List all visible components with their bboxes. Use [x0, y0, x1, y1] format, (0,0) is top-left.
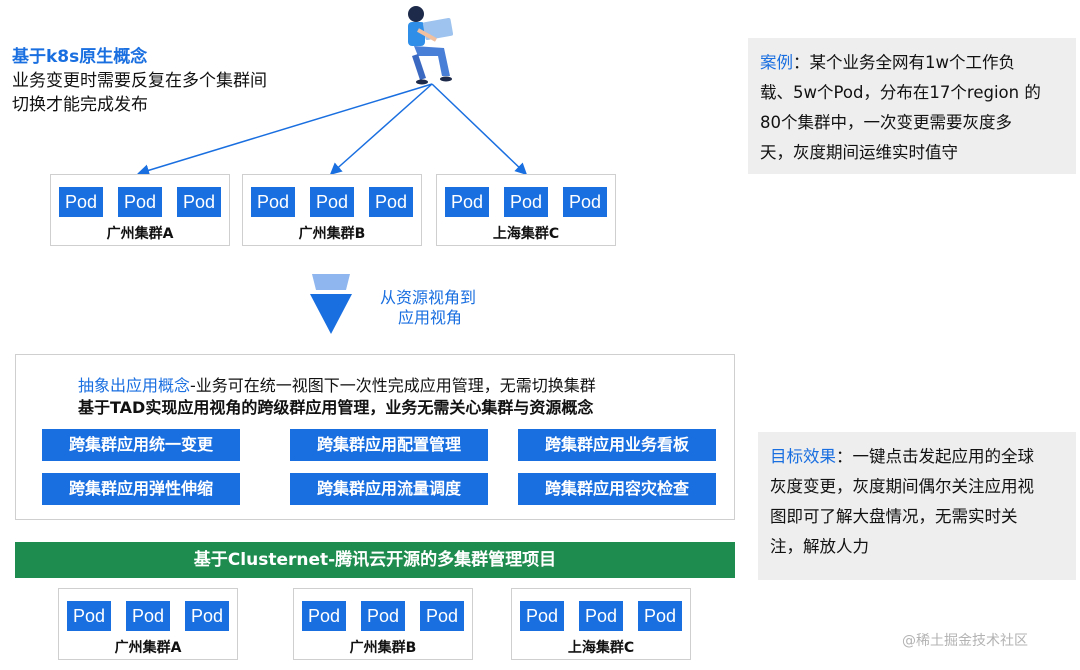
case-label: 案例: [760, 53, 793, 72]
connector-to-cluster-a: [137, 83, 433, 177]
concept-description-line1: 业务变更时需要反复在多个集群间: [12, 71, 267, 91]
feature-unified-change: 跨集群应用统一变更: [42, 429, 240, 461]
pod: Pod: [445, 187, 489, 217]
top-cluster-c: Pod Pod Pod 上海集群C: [436, 174, 616, 246]
connector-to-cluster-b: [329, 83, 433, 175]
watermark: @稀土掘金技术社区: [902, 633, 1028, 649]
down-arrow-icon: [310, 274, 352, 334]
pod: Pod: [126, 601, 170, 631]
goal-line3: 图即可了解大盘情况，无需实时关: [770, 507, 1018, 526]
connector-lines: [137, 83, 528, 177]
cluster-label: 广州集群B: [349, 640, 417, 656]
goal-panel: 目标效果：一键点击发起应用的全球 灰度变更，灰度期间偶尔关注应用视 图即可了解大…: [758, 432, 1076, 580]
connector-to-cluster-c: [431, 83, 528, 176]
goal-line1: 目标效果：一键点击发起应用的全球: [770, 447, 1034, 466]
goal-line4: 注，解放人力: [770, 537, 869, 556]
pod: Pod: [520, 601, 564, 631]
feature-elastic-scaling: 跨集群应用弹性伸缩: [42, 473, 240, 505]
clusternet-base-bar: 基于Clusternet-腾讯云开源的多集群管理项目: [15, 542, 735, 578]
pod: Pod: [251, 187, 295, 217]
cluster-label: 上海集群C: [492, 226, 560, 242]
cluster-label: 上海集群C: [567, 640, 635, 656]
pod: Pod: [310, 187, 354, 217]
pod: Pod: [185, 601, 229, 631]
application-concept-highlight: 抽象出应用概念: [78, 376, 191, 395]
pod: Pod: [302, 601, 346, 631]
bottom-cluster-c: Pod Pod Pod 上海集群C: [511, 588, 691, 660]
pod: Pod: [59, 187, 103, 217]
goal-line2: 灰度变更，灰度期间偶尔关注应用视: [770, 477, 1034, 496]
pod: Pod: [118, 187, 162, 217]
pod: Pod: [369, 187, 413, 217]
feature-traffic-scheduling: 跨集群应用流量调度: [290, 473, 488, 505]
person-with-laptop-icon: [408, 6, 454, 85]
pod: Pod: [638, 601, 682, 631]
pod: Pod: [361, 601, 405, 631]
bottom-cluster-b: Pod Pod Pod 广州集群B: [293, 588, 473, 660]
concept-description-line2: 切换才能完成发布: [12, 95, 148, 115]
cluster-label: 广州集群B: [298, 226, 366, 242]
case-line2: 载、5w个Pod，分布在17个region 的: [760, 83, 1041, 102]
transition-label-line1: 从资源视角到: [380, 288, 477, 307]
feature-config-management: 跨集群应用配置管理: [290, 429, 488, 461]
pod: Pod: [504, 187, 548, 217]
case-line1: 案例：某个业务全网有1w个工作负: [760, 53, 1015, 72]
case-line3: 80个集群中，一次变更需要灰度多: [760, 113, 1012, 132]
concept-title: 基于k8s原生概念: [12, 47, 148, 67]
pod: Pod: [420, 601, 464, 631]
feature-disaster-recovery-check: 跨集群应用容灾检查: [518, 473, 716, 505]
pod: Pod: [177, 187, 221, 217]
cluster-label: 广州集群A: [114, 640, 182, 656]
pod: Pod: [579, 601, 623, 631]
case-line4: 天，灰度期间运维实时值守: [760, 143, 958, 162]
application-panel-title: 抽象出应用概念-业务可在统一视图下一次性完成应用管理，无需切换集群: [78, 372, 596, 396]
pod: Pod: [67, 601, 111, 631]
top-cluster-b: Pod Pod Pod 广州集群B: [242, 174, 422, 246]
goal-label: 目标效果: [770, 447, 836, 466]
application-panel-subtitle: 基于TAD实现应用视角的跨级群应用管理，业务无需关心集群与资源概念: [78, 398, 594, 417]
top-cluster-a: Pod Pod Pod 广州集群A: [50, 174, 230, 246]
application-concept-rest: -业务可在统一视图下一次性完成应用管理，无需切换集群: [190, 376, 596, 395]
transition-label-line2: 应用视角: [398, 308, 463, 327]
pod: Pod: [563, 187, 607, 217]
feature-business-dashboard: 跨集群应用业务看板: [518, 429, 716, 461]
bottom-cluster-a: Pod Pod Pod 广州集群A: [58, 588, 238, 660]
case-panel: 案例：某个业务全网有1w个工作负 载、5w个Pod，分布在17个region 的…: [748, 38, 1076, 174]
cluster-label: 广州集群A: [106, 226, 174, 242]
